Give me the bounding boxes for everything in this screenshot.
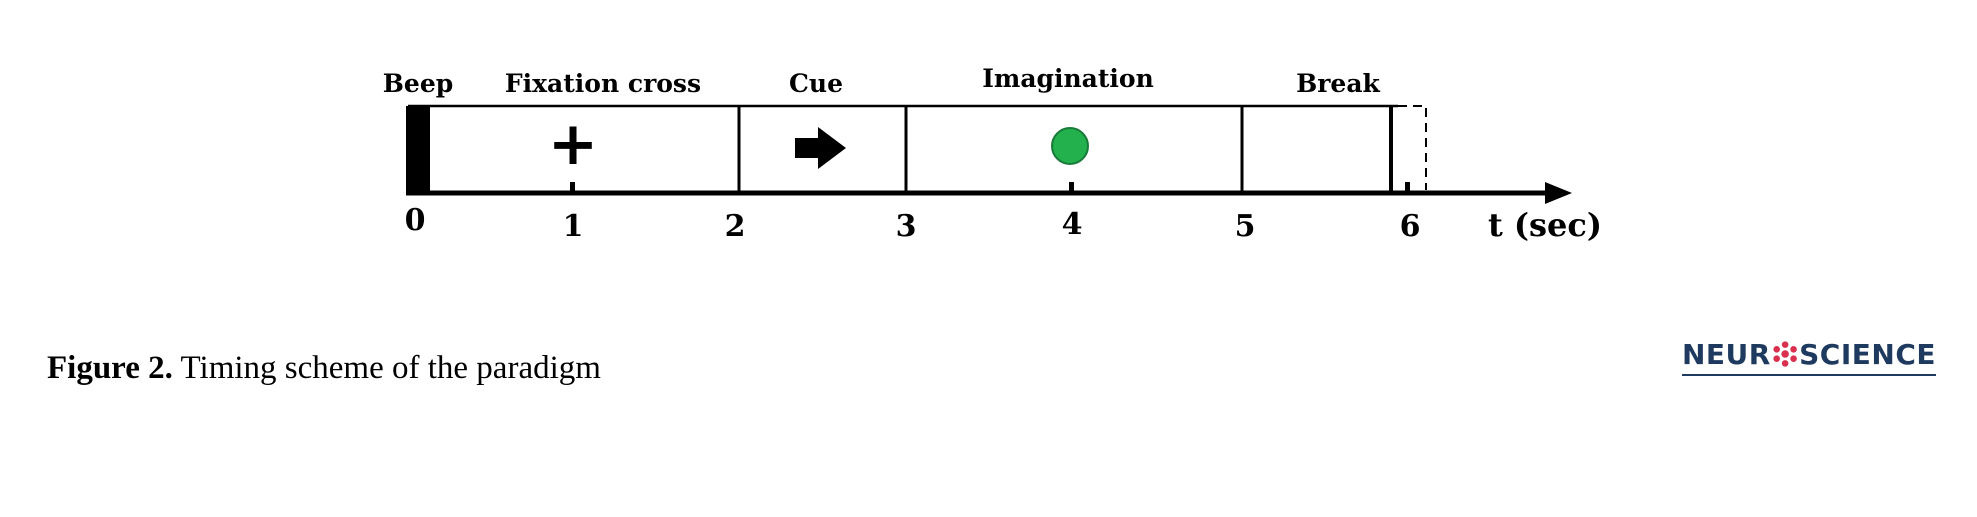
phase-label-break: Break bbox=[1296, 69, 1380, 98]
timeline-dashed-extension bbox=[1398, 105, 1427, 190]
tick-label-2: 2 bbox=[725, 209, 746, 244]
figure-caption-label: Figure 2. bbox=[47, 350, 173, 386]
axis-label: t (sec) bbox=[1488, 206, 1602, 244]
tick-label-5: 5 bbox=[1235, 209, 1256, 244]
neuroscience-logo: NEUR SCIENCE bbox=[1682, 334, 1936, 376]
logo-text-part1: NEUR bbox=[1682, 337, 1771, 371]
fixation-cross-icon: + bbox=[548, 109, 598, 179]
tick-label-0: 0 bbox=[405, 203, 426, 238]
figure-caption: Figure 2. Timing scheme of the paradigm bbox=[47, 350, 601, 387]
phase-label-fixation-cross: Fixation cross bbox=[505, 69, 701, 98]
molecule-icon bbox=[1773, 341, 1797, 367]
tick-label-4: 4 bbox=[1062, 207, 1083, 242]
tick-mark-1 bbox=[570, 182, 575, 194]
figure-caption-text: Timing scheme of the paradigm bbox=[180, 350, 601, 386]
imagination-dot-icon bbox=[1051, 127, 1089, 165]
beep-block bbox=[406, 106, 430, 194]
cue-arrow-icon bbox=[795, 127, 846, 169]
time-axis-arrowhead bbox=[1545, 182, 1572, 204]
logo-text-part2: SCIENCE bbox=[1799, 337, 1936, 371]
tick-label-6: 6 bbox=[1400, 209, 1421, 244]
timing-diagram: + Beep Fixation cross Cue Imagination Br… bbox=[383, 64, 1602, 244]
phase-label-imagination: Imagination bbox=[982, 64, 1154, 93]
tick-mark-6 bbox=[1405, 182, 1410, 194]
phase-label-cue: Cue bbox=[789, 69, 843, 98]
tick-label-1: 1 bbox=[563, 209, 584, 244]
tick-label-3: 3 bbox=[896, 209, 917, 244]
phase-label-beep: Beep bbox=[383, 69, 453, 98]
tick-mark-4 bbox=[1069, 182, 1074, 194]
